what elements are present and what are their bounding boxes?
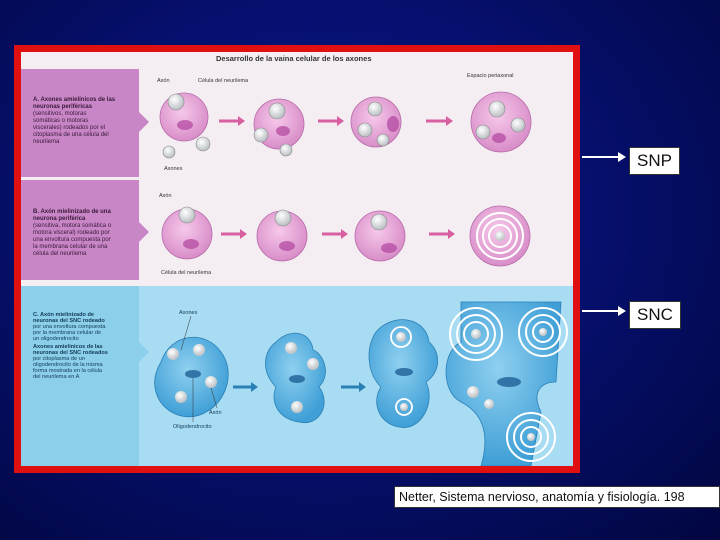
svg-text:célula del neurilema: célula del neurilema: [33, 251, 87, 257]
svg-text:viscerales) rodeados por el: viscerales) rodeados por el: [33, 125, 105, 131]
row-a-band: [21, 69, 139, 177]
svg-text:una envoltura compuesta por: una envoltura compuesta por: [33, 237, 111, 243]
svg-text:la membrana celular de una: la membrana celular de una: [33, 244, 108, 250]
svg-text:oligodendrocito de la misma: oligodendrocito de la misma: [33, 362, 104, 368]
row-b-text: B. Axón mielinizado de una neurona perif…: [33, 209, 112, 257]
svg-text:un oligodendrocito: un oligodendrocito: [33, 336, 79, 342]
label-axones-a: Axones: [164, 166, 183, 172]
svg-text:neuronas del SNC rodeado: neuronas del SNC rodeado: [33, 318, 105, 324]
arrow-snc: [582, 306, 626, 316]
label-axon-a: Axón: [157, 78, 170, 84]
source-credit: Netter, Sistema nervioso, anatomía y fis…: [394, 486, 720, 508]
label-oligo: Oligodendrocito: [173, 424, 212, 430]
row-a-text: A. Axones amielínicos de las neuronas pe…: [33, 97, 116, 145]
svg-text:motora visceral) rodeado por: motora visceral) rodeado por: [33, 230, 110, 236]
svg-text:forma mostrada en la célula: forma mostrada en la célula: [33, 368, 103, 374]
label-axon-c: Axón: [209, 410, 222, 416]
row-a-cells: [159, 91, 532, 159]
svg-text:por una envoltura compuesta: por una envoltura compuesta: [33, 324, 106, 330]
svg-text:neurona periférica: neurona periférica: [33, 216, 86, 222]
figure-title: Desarrollo de la vaina celular de los ax…: [216, 54, 372, 63]
svg-text:Axones amielínicos de las: Axones amielínicos de las: [33, 344, 103, 350]
svg-text:neuronas del SNC rodeados: neuronas del SNC rodeados: [33, 350, 108, 356]
svg-text:neuronas periféricas: neuronas periféricas: [33, 104, 93, 110]
svg-text:(sensitiva, motora somática o: (sensitiva, motora somática o: [33, 223, 112, 229]
svg-text:neurilema: neurilema: [33, 139, 60, 145]
row-c-text: C. Axón mielinizado de neuronas del SNC …: [33, 312, 108, 380]
svg-text:citoplasma de una célula del: citoplasma de una célula del: [33, 132, 109, 138]
arrow-snp: [582, 152, 626, 162]
svg-text:(sensitivos, motoras: (sensitivos, motoras: [33, 111, 86, 117]
row-c-cells: [154, 301, 568, 466]
label-axon-b: Axón: [159, 193, 172, 199]
label-snp: SNP: [629, 147, 680, 175]
label-axones-c: Axones: [179, 310, 198, 316]
label-periaxonal: Espacio periaxonal: [467, 73, 513, 79]
svg-text:B. Axón mielinizado de una: B. Axón mielinizado de una: [33, 209, 111, 215]
svg-text:C. Axón mielinizado de: C. Axón mielinizado de: [33, 312, 94, 318]
label-snc: SNC: [629, 301, 681, 329]
svg-text:A. Axones amielínicos de las: A. Axones amielínicos de las: [33, 97, 116, 103]
label-neurilema-b: Célula del neurilema: [161, 270, 212, 276]
row-b-band: [21, 180, 139, 280]
svg-text:por citoplasma de un: por citoplasma de un: [33, 356, 85, 362]
svg-text:somáticas o motoras: somáticas o motoras: [33, 118, 88, 124]
svg-text:del neurilema en A: del neurilema en A: [33, 374, 80, 380]
row-b-cells: [161, 205, 531, 267]
svg-text:por la membrana celular de: por la membrana celular de: [33, 330, 101, 336]
figure-image: Desarrollo de la vaina celular de los ax…: [21, 52, 573, 466]
label-neurilema-a: Célula del neurilema: [198, 78, 249, 84]
